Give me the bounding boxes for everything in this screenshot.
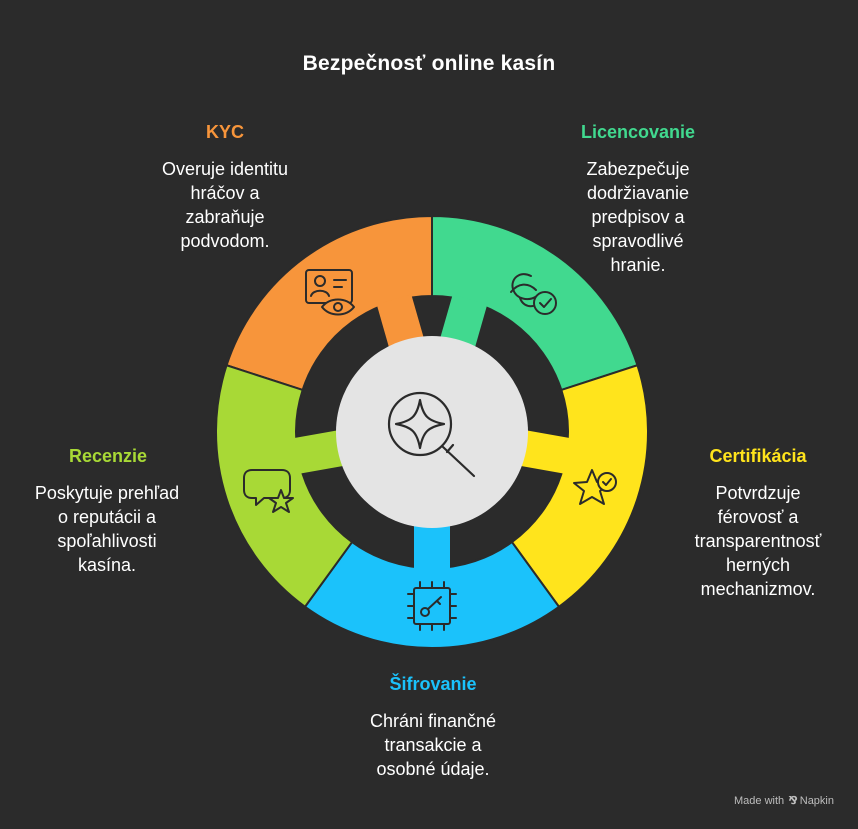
napkin-brand-text: Napkin [799,795,834,807]
reviews-description: Poskytuje prehľad o reputácii a spoľahli… [34,483,180,575]
napkin-logo-icon: ⅋ [788,795,798,807]
certification-description: Potvrdzuje férovosť a transparentnosť he… [694,483,822,599]
ring-segment-encryption [303,540,561,649]
reviews-label: Recenzie [68,446,148,466]
licensing-description: Zabezpečuje dodržiavanie predpisov a spr… [586,159,690,275]
star-check-icon [573,469,617,505]
center-circle [336,336,528,528]
licensing-label: Licencovanie [580,122,696,142]
ring-segment-reviews [215,363,354,609]
license-check-icon [510,273,557,315]
chat-star-icon [243,469,294,513]
made-with-text: Made with [734,795,785,807]
ring-connectors [292,294,572,570]
certification-label: Certifikácia [709,446,807,466]
encryption-label: Šifrovanie [389,674,477,694]
encryption-description: Chráni finančné transakcie a osobné údaj… [369,711,497,779]
ring-connector-kyc [376,294,425,351]
key-chip-icon [407,581,457,631]
ring-connector-licensing [439,294,488,351]
diagram-title: Bezpečnosť online kasín [302,52,556,75]
ring-connector-reviews [292,429,347,474]
id-card-eye-icon [305,269,355,316]
ring-connector-certification [517,429,572,474]
made-with-napkin: Made with⅋Napkin [734,794,834,807]
ring-connector-encryption [414,522,450,570]
kyc-description: Overuje identitu hráčov a zabraňuje podv… [161,159,289,251]
magnifier-sparkle-icon [387,391,476,478]
kyc-label: KYC [205,122,244,142]
